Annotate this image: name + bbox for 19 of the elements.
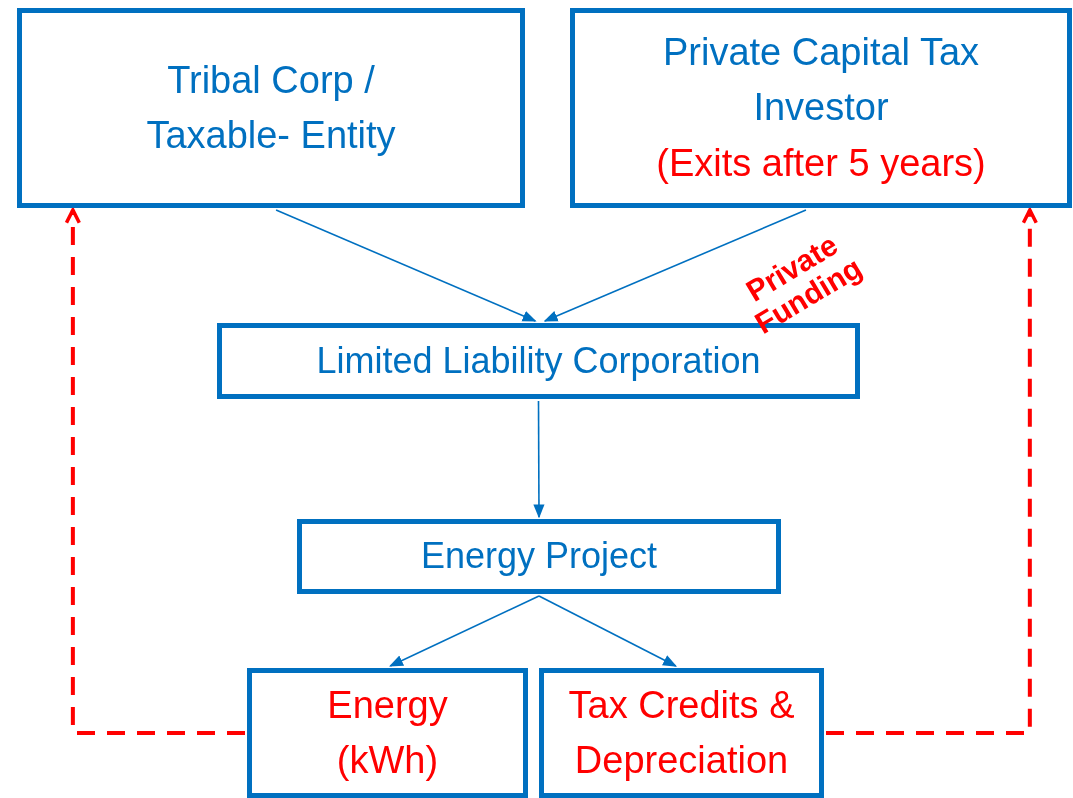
box-label: Energy (kWh) [326, 682, 449, 783]
box-label: Limited Liability Corporation [316, 338, 761, 383]
process-box [539, 668, 824, 798]
box-label: Energy Project [420, 534, 658, 579]
arrow [533, 400, 545, 519]
arrow [275, 209, 537, 322]
process-box [297, 519, 781, 594]
arrow [538, 595, 678, 667]
process-box [247, 668, 528, 798]
process-box [17, 8, 525, 208]
box-label: Private Capital Tax Investor [661, 30, 981, 131]
box-label: Tribal Corp / Taxable- Entity [145, 57, 397, 158]
arrow [389, 595, 540, 667]
arrow [543, 209, 807, 322]
dashed-arrow [826, 208, 1038, 735]
box-label: Tax Credits & Depreciation [567, 682, 796, 783]
dashed-arrow [64, 208, 245, 735]
box-label: (Exits after 5 years) [656, 140, 986, 186]
process-box [570, 8, 1072, 208]
